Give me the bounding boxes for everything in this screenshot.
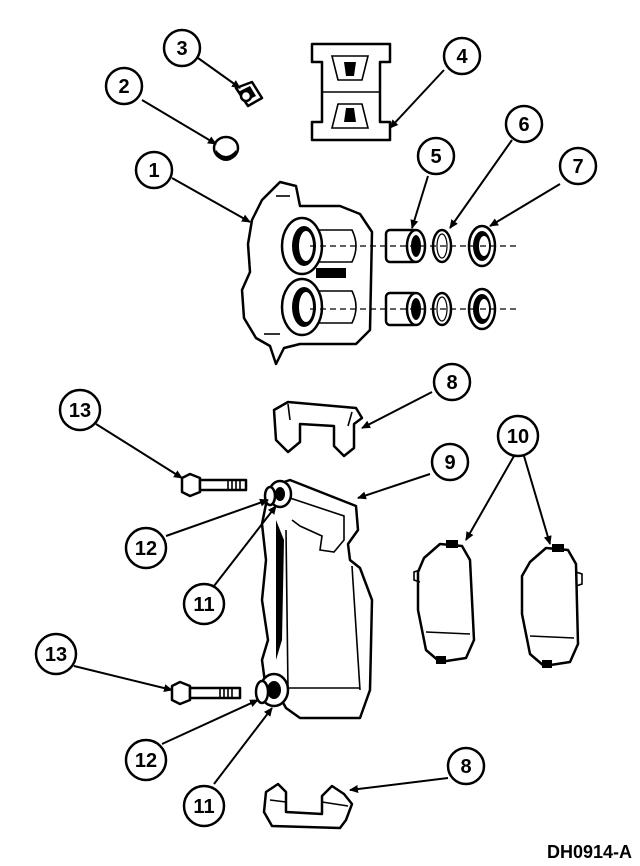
lower-pin-bushing-part	[254, 672, 290, 708]
callout-12-lower-label: 12	[135, 750, 157, 772]
callout-9-label: 9	[444, 452, 455, 474]
callout-1-label: 1	[148, 160, 159, 182]
callout-13-lower: 13	[34, 632, 78, 676]
upper-mounting-bolt-part	[180, 472, 248, 498]
upper-pin-bushing-part	[263, 479, 293, 509]
callout-7-label: 7	[572, 156, 583, 178]
callout-6-label: 6	[518, 114, 529, 136]
lower-mounting-bolt-part	[170, 680, 242, 706]
callout-13-lower-label: 13	[45, 644, 67, 666]
figure-id: DH0914-A	[547, 842, 632, 862]
callout-12-lower: 12	[124, 738, 168, 782]
callout-2-label: 2	[118, 76, 129, 98]
callout-3-label: 3	[176, 38, 187, 60]
callout-5: 5	[416, 136, 456, 176]
bleeder-screw-part	[234, 80, 264, 108]
caliper-housing-part	[240, 180, 374, 366]
callout-5-label: 5	[430, 146, 441, 168]
callout-11-upper: 11	[182, 582, 226, 626]
callout-8-lower-label: 8	[460, 756, 471, 778]
callout-13-upper: 13	[58, 388, 102, 432]
lower-pad-clip-part	[262, 782, 354, 830]
callout-1: 1	[134, 150, 174, 190]
anti-rattle-clip-part	[310, 42, 392, 142]
callout-2: 2	[104, 66, 144, 106]
piston-part	[384, 228, 427, 327]
callout-8-lower: 8	[446, 746, 486, 786]
callout-13-upper-label: 13	[69, 400, 91, 422]
callout-10-label: 10	[507, 426, 529, 448]
callout-4-label: 4	[456, 46, 468, 68]
callout-11-lower: 11	[182, 784, 226, 828]
anchor-bracket-part	[260, 478, 374, 720]
callout-10: 10	[496, 414, 540, 458]
callout-9: 9	[430, 442, 470, 482]
bleeder-cap-part	[212, 135, 240, 161]
upper-pad-clip-part	[272, 400, 364, 458]
outer-brake-pad-part	[520, 544, 583, 668]
callout-4: 4	[442, 36, 482, 76]
inner-brake-pad-part	[413, 540, 476, 664]
callout-8-upper: 8	[432, 362, 472, 402]
dust-boot-part	[467, 224, 497, 331]
callout-11-upper-label: 11	[193, 594, 214, 616]
callout-12-upper-label: 12	[135, 538, 157, 560]
callout-12-upper: 12	[124, 526, 168, 570]
callout-8-upper-label: 8	[446, 372, 457, 394]
callout-11-lower-label: 11	[193, 796, 214, 818]
leader-lines	[73, 57, 561, 793]
callout-7: 7	[558, 146, 598, 186]
piston-seal-part	[431, 228, 453, 327]
callout-6: 6	[504, 104, 544, 144]
callout-3: 3	[162, 28, 202, 68]
